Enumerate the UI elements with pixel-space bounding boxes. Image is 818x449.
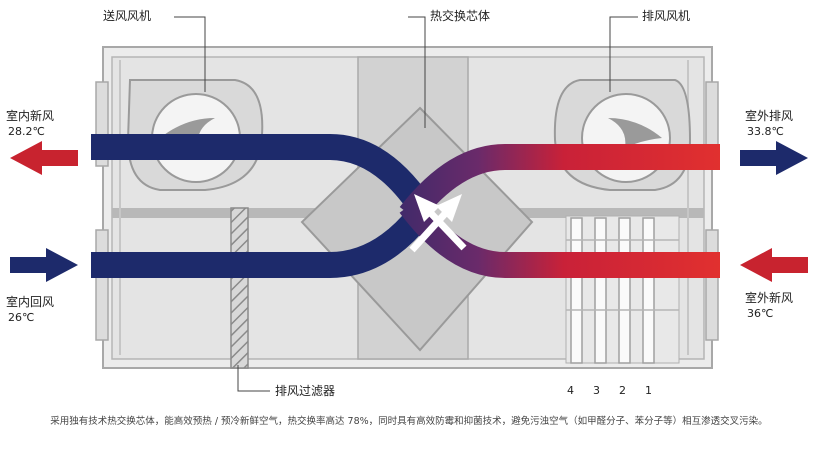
leader-lines (174, 16, 638, 392)
arrow-up-right-icon (436, 194, 462, 222)
indoor-return-label: 室内回风 (6, 295, 55, 309)
filter-number: 4 (567, 384, 574, 397)
arrow-right-navy-icon (740, 141, 808, 175)
indoor-fresh-temp: 28.2℃ (8, 125, 45, 138)
arrow-up-left-icon (414, 194, 440, 222)
fan-blade-icon (160, 118, 215, 148)
arrow-right-navy-icon (10, 248, 78, 282)
fan-blade-icon (608, 118, 662, 148)
air-ducts (91, 134, 720, 278)
arrow-left-red-icon (740, 248, 808, 282)
outdoor-exhaust-temp: 33.8℃ (747, 125, 784, 138)
indoor-return-temp: 26℃ (8, 311, 35, 324)
filter-number: 2 (619, 384, 626, 397)
exhaust-filter (230, 207, 249, 369)
supply-fan-label: 送风风机 (103, 9, 152, 23)
duct-bottom-right (399, 197, 720, 278)
filter-number: 1 (645, 384, 652, 397)
exhaust-fan (553, 79, 692, 191)
fresh-air-filters (565, 215, 680, 364)
indoor-fresh-label: 室内新风 (6, 109, 55, 123)
outdoor-fresh-temp: 36℃ (747, 307, 774, 320)
filter-number: 3 (593, 384, 600, 397)
outdoor-exhaust-label: 室外排风 (745, 109, 794, 123)
outdoor-fresh-label: 室外新风 (745, 291, 794, 305)
duct-top-left (91, 134, 431, 213)
crossflow-arrows (409, 194, 467, 253)
exhaust-fan-label: 排风风机 (642, 9, 691, 23)
arrow-left-red-icon (10, 141, 78, 175)
caption: 采用独有技术热交换芯体，能高效预热 / 预冷新鲜空气，热交换率高达 78%，同时… (50, 416, 768, 427)
duct-bottom-left (91, 206, 431, 278)
heat-exchanger-core-label: 热交换芯体 (430, 9, 491, 23)
exhaust-filter-label: 排风过滤器 (275, 384, 336, 398)
